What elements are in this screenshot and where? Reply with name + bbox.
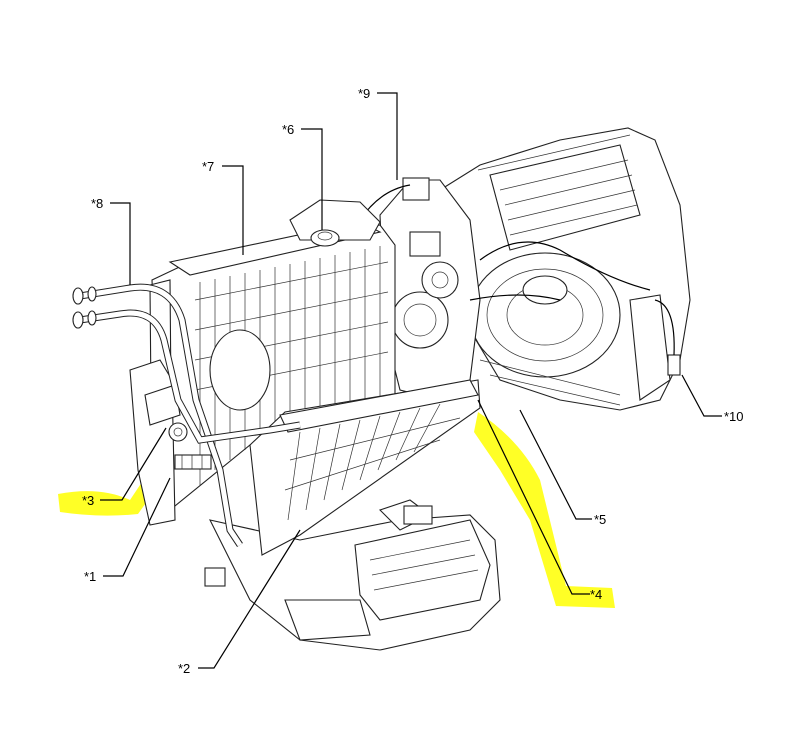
- callout-label-9: *9: [358, 86, 370, 101]
- callout-label-6: *6: [282, 122, 294, 137]
- callout-label-3: *3: [82, 493, 94, 508]
- leader-lines: [100, 92, 722, 669]
- callout-label-2: *2: [178, 661, 190, 676]
- callout-label-8: *8: [91, 196, 103, 211]
- center-actuator-unit: [359, 177, 481, 401]
- radiator-cap-assembly: [289, 199, 381, 247]
- highlight-callout-4: [474, 412, 615, 608]
- heater-pipes: [72, 283, 301, 547]
- callout-label-10: *10: [724, 409, 744, 424]
- blower-case: [439, 127, 691, 411]
- callout-label-5: *5: [594, 512, 606, 527]
- evaporator-core: [249, 379, 481, 556]
- callout-labels: *1 *2 *3 *4 *5 *6 *7 *8 *9 *10: [82, 86, 744, 676]
- wire-harness: [469, 241, 651, 301]
- callout-label-1: *1: [84, 569, 96, 584]
- callout-label-7: *7: [202, 159, 214, 174]
- lower-housing: [204, 514, 501, 651]
- left-side-bracket: [129, 359, 212, 526]
- callout-label-4: *4: [590, 587, 602, 602]
